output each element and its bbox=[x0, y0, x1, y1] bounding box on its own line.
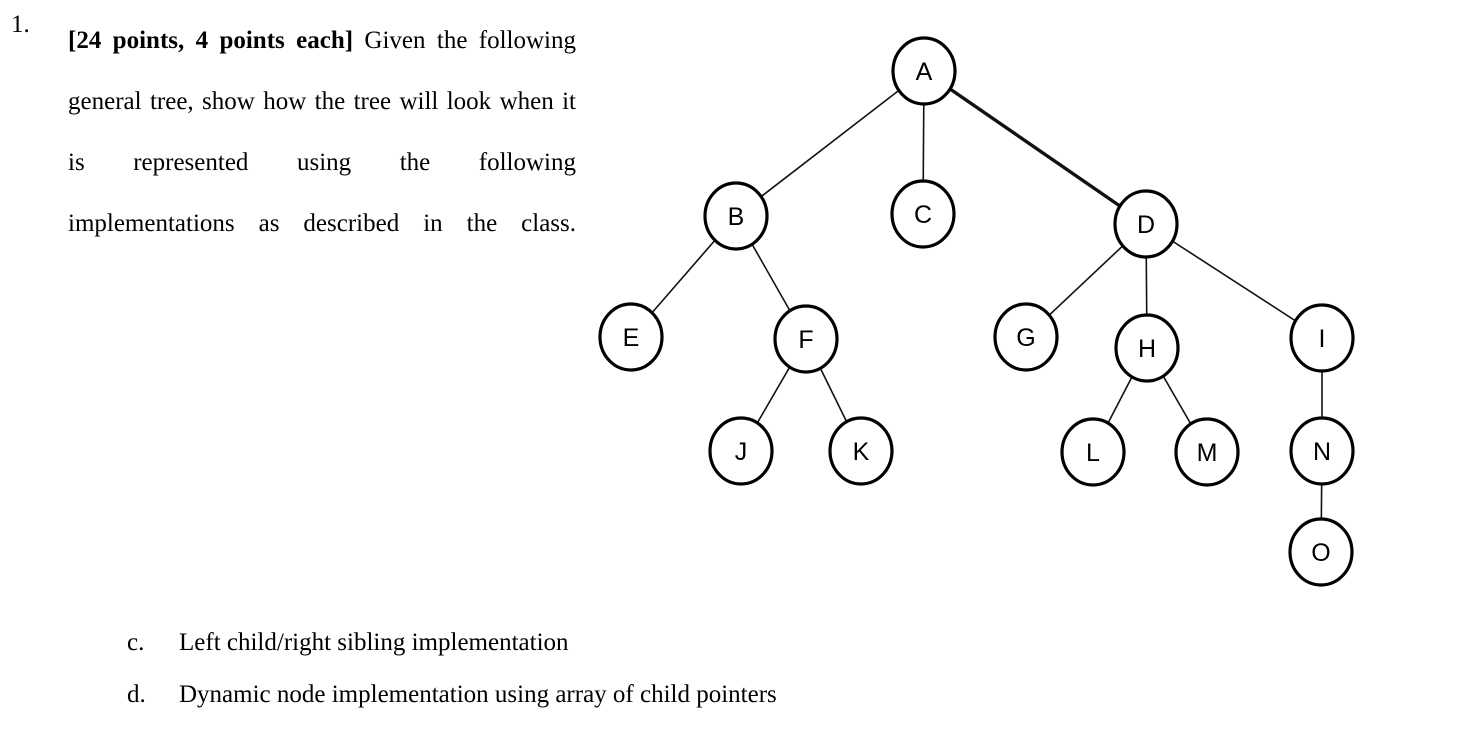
node-label-l: L bbox=[1086, 439, 1100, 467]
node-label-e: E bbox=[623, 324, 640, 352]
tree-node-b: B bbox=[703, 181, 769, 251]
node-circle-n bbox=[1289, 416, 1355, 486]
sub-item-list: c. Left child/right sibling implementati… bbox=[0, 626, 1100, 730]
node-label-j: J bbox=[735, 438, 748, 466]
tree-node-c: C bbox=[890, 179, 956, 249]
node-circle-e bbox=[598, 302, 664, 372]
list-item-marker: c. bbox=[127, 629, 145, 656]
tree-node-m: M bbox=[1174, 417, 1240, 487]
node-label-b: B bbox=[728, 203, 745, 231]
tree-edge-f-k bbox=[819, 366, 848, 424]
tree-edge-group bbox=[650, 86, 1323, 521]
tree-node-f: F bbox=[773, 304, 839, 374]
list-item-label: Dynamic node implementation using array … bbox=[179, 681, 777, 708]
node-circle-d bbox=[1113, 189, 1179, 259]
node-circle-i bbox=[1289, 303, 1355, 373]
tree-node-k: K bbox=[828, 416, 894, 486]
tree-edge-d-g bbox=[1047, 244, 1125, 317]
node-circle-h bbox=[1114, 313, 1180, 383]
node-circle-l bbox=[1060, 417, 1126, 487]
node-circle-o bbox=[1288, 517, 1354, 587]
tree-edge-h-m bbox=[1162, 374, 1192, 426]
node-circle-j bbox=[708, 416, 774, 486]
tree-node-h: H bbox=[1114, 313, 1180, 383]
tree-edge-d-i bbox=[1171, 239, 1297, 323]
list-item-marker: d. bbox=[127, 681, 146, 708]
tree-edge-h-l bbox=[1106, 375, 1134, 425]
tree-node-e: E bbox=[598, 302, 664, 372]
node-circle-c bbox=[890, 179, 956, 249]
tree-node-o: O bbox=[1288, 517, 1354, 587]
tree-node-l: L bbox=[1060, 417, 1126, 487]
node-label-i: I bbox=[1319, 325, 1326, 353]
question-points-label: [24 points, 4 points each] bbox=[68, 27, 354, 54]
list-item-label: Left child/right sibling implementation bbox=[179, 629, 569, 656]
tree-node-group: A B C D E F G H I J K L M N O bbox=[598, 36, 1355, 587]
node-label-n: N bbox=[1313, 438, 1331, 466]
node-circle-k bbox=[828, 416, 894, 486]
node-circle-g bbox=[993, 302, 1059, 372]
tree-node-n: N bbox=[1289, 416, 1355, 486]
node-circle-m bbox=[1174, 417, 1240, 487]
question-paragraph: [24 points, 4 points each] Given the fol… bbox=[68, 10, 576, 315]
node-label-d: D bbox=[1137, 211, 1155, 239]
tree-edge-a-b bbox=[759, 89, 901, 198]
tree-node-g: G bbox=[993, 302, 1059, 372]
node-label-o: O bbox=[1311, 539, 1330, 567]
node-label-h: H bbox=[1138, 335, 1156, 363]
tree-edge-b-e bbox=[650, 238, 717, 315]
list-item: d. Dynamic node implementation using arr… bbox=[0, 678, 1100, 730]
node-label-g: G bbox=[1016, 324, 1035, 352]
node-label-a: A bbox=[916, 58, 933, 86]
question-number: 1. bbox=[11, 11, 30, 38]
node-label-f: F bbox=[798, 326, 813, 354]
tree-node-i: I bbox=[1289, 303, 1355, 373]
tree-edge-f-j bbox=[756, 365, 791, 425]
tree-node-j: J bbox=[708, 416, 774, 486]
node-circle-b bbox=[703, 181, 769, 251]
node-circle-f bbox=[773, 304, 839, 374]
tree-edge-b-f bbox=[750, 242, 792, 313]
node-label-k: K bbox=[853, 438, 870, 466]
tree-node-d: D bbox=[1113, 189, 1179, 259]
node-label-c: C bbox=[914, 201, 932, 229]
node-label-m: M bbox=[1197, 439, 1218, 467]
question-block: 1. [24 points, 4 points each] Given the … bbox=[0, 0, 600, 360]
node-circle-a bbox=[891, 36, 957, 106]
tree-node-a: A bbox=[891, 36, 957, 106]
tree-edge-a-d bbox=[948, 86, 1122, 209]
tree-edge-a-c bbox=[922, 102, 925, 183]
question-body-text: Given the following general tree, show h… bbox=[68, 27, 576, 237]
list-item: c. Left child/right sibling implementati… bbox=[0, 626, 1100, 678]
